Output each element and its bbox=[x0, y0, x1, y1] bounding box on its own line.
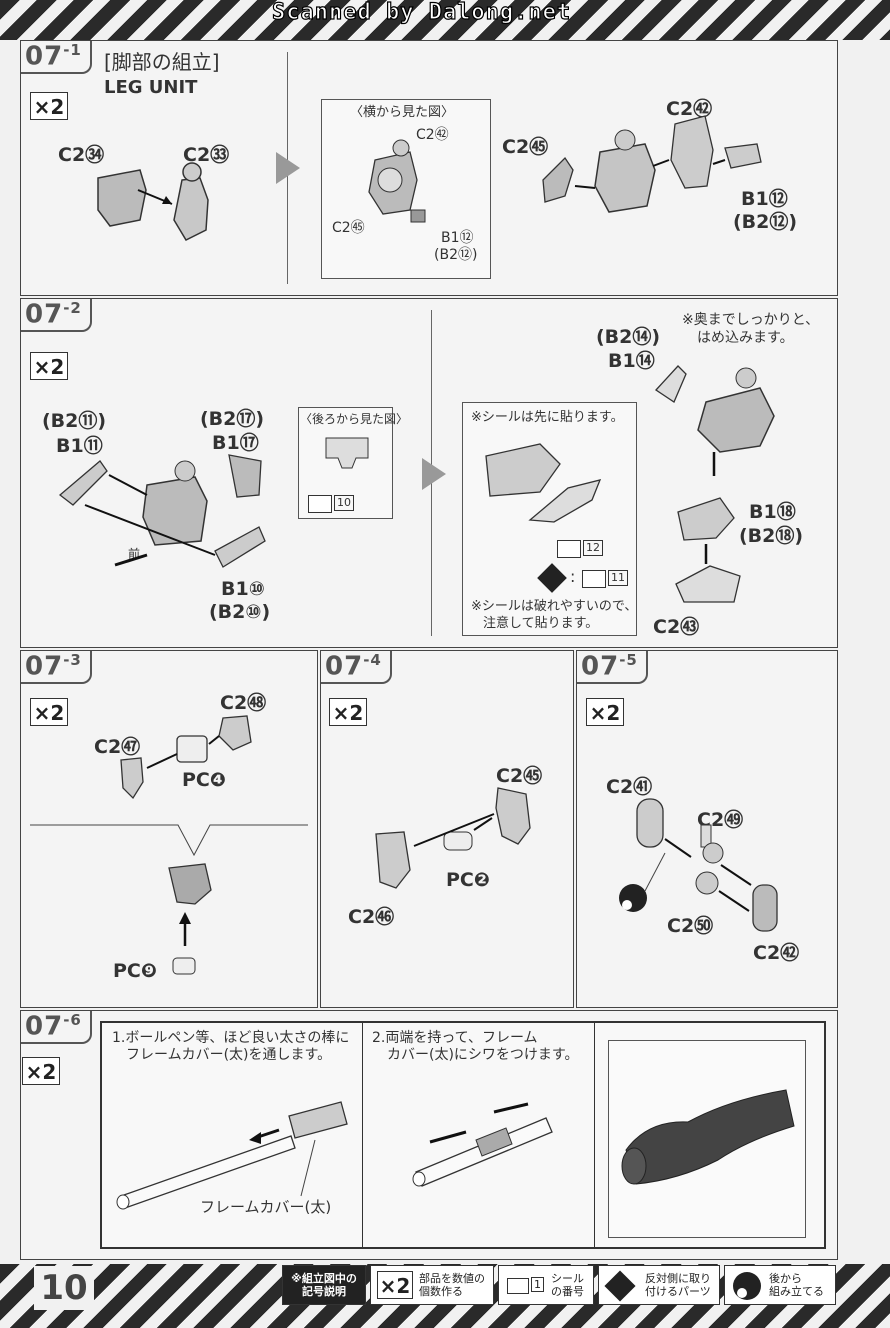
sticker-number: 12 bbox=[583, 540, 603, 556]
instruction-step-2: 2.両端を持って、フレーム bbox=[372, 1030, 538, 1046]
next-arrow bbox=[276, 152, 300, 184]
frame-cover-label: フレームカバー(太) bbox=[200, 1198, 332, 1216]
part-label: (B2⑫) bbox=[434, 247, 478, 263]
part-label: B1⑫ bbox=[741, 188, 788, 210]
part-label: PC❷ bbox=[446, 869, 490, 891]
side-view-title: 〈横から見た図〉 bbox=[350, 105, 455, 120]
multiplier-badge: ×2 bbox=[586, 698, 624, 726]
part-label: C2㊺ bbox=[496, 765, 543, 787]
sticker-warning: ※シールは破れやすいので、 bbox=[471, 599, 638, 614]
knee-assembly-illustration bbox=[655, 365, 775, 603]
sticker-warning: 注意して貼ります。 bbox=[483, 616, 599, 631]
legend-multiplier: ×2 部品を数値の個数作る bbox=[370, 1265, 494, 1305]
part-label: C2㊻ bbox=[348, 906, 395, 928]
part-label: C2㊽ bbox=[220, 692, 267, 714]
rod-cover-illustration bbox=[116, 1101, 348, 1210]
ankle-joint-illustration bbox=[168, 863, 212, 975]
part-label: C2㊷ bbox=[753, 942, 800, 964]
instruction-step-1: 1.ボールペン等、ほど良い太さの棒に bbox=[112, 1030, 350, 1046]
divider bbox=[594, 1023, 595, 1247]
back-view-illustration bbox=[325, 437, 369, 469]
part-label: PC❹ bbox=[182, 769, 226, 791]
wrinkle-cover-illustration bbox=[412, 1102, 553, 1187]
instruction-step-2: カバー(太)にシワをつけます。 bbox=[387, 1047, 579, 1063]
sticker-number: 11 bbox=[608, 570, 628, 586]
step-number: 07-3 bbox=[21, 651, 92, 684]
step-07-3-panel bbox=[20, 650, 318, 1008]
part-label: (B2⑰) bbox=[200, 408, 265, 430]
part-label: C2㉞ bbox=[58, 144, 105, 166]
legend-sticker: 1 シールの番号 bbox=[498, 1265, 594, 1305]
part-label: C2㊺ bbox=[332, 220, 365, 236]
legend-later: 後から組み立てる bbox=[724, 1265, 836, 1305]
page-number: 10 bbox=[34, 1266, 94, 1310]
knee-armor-illustration bbox=[485, 443, 602, 523]
finished-cover-photo-shape bbox=[621, 1089, 795, 1185]
step-number: 07-4 bbox=[321, 651, 392, 684]
insert-note: はめ込みます。 bbox=[697, 330, 794, 346]
part-label: (B2⑪) bbox=[42, 410, 107, 432]
multiplier-badge: ×2 bbox=[377, 1271, 413, 1299]
piston-parts-illustration bbox=[619, 798, 778, 932]
part-label: (B2⑫) bbox=[733, 211, 798, 233]
part-label: C2㊿ bbox=[667, 915, 714, 937]
part-label: (B2⑱) bbox=[739, 525, 804, 547]
part-label: C2㉝ bbox=[183, 144, 230, 166]
part-label: B1⑫ bbox=[441, 230, 474, 246]
divider bbox=[362, 1023, 363, 1247]
sticker-symbol bbox=[557, 540, 581, 558]
multiplier-badge: ×2 bbox=[30, 92, 68, 120]
thigh-joint-illustration bbox=[375, 787, 531, 889]
part-label: B1⑭ bbox=[608, 350, 655, 372]
header-stripe bbox=[0, 0, 890, 40]
part-label: B1⑱ bbox=[749, 501, 796, 523]
legend-reverse: 反対側に取り付けるパーツ bbox=[598, 1265, 720, 1305]
joint-parts-illustration bbox=[120, 715, 252, 800]
part-label: B1⑰ bbox=[212, 432, 259, 454]
part-label: B1⑪ bbox=[56, 435, 103, 457]
part-label: C2㊼ bbox=[94, 736, 141, 758]
step-number: 07-6 bbox=[21, 1011, 92, 1044]
part-label: PC❾ bbox=[113, 960, 157, 982]
callout-line bbox=[30, 824, 308, 857]
step-number: 07-1 bbox=[21, 41, 92, 74]
part-label: C2㊺ bbox=[502, 136, 549, 158]
multiplier-badge: ×2 bbox=[329, 698, 367, 726]
sticker-number: 10 bbox=[334, 495, 354, 511]
sticker-symbol bbox=[582, 570, 606, 588]
multiplier-badge: ×2 bbox=[30, 698, 68, 726]
part-label: B1⑩ bbox=[221, 578, 265, 600]
back-view-title: 〈後ろから見た図〉 bbox=[300, 412, 409, 426]
instruction-step-1: フレームカバー(太)を通します。 bbox=[126, 1047, 332, 1063]
leg-assembly-illustration bbox=[542, 115, 762, 213]
part-label: (B2⑩) bbox=[209, 601, 271, 623]
part-label: C2㊷ bbox=[666, 98, 713, 120]
step-title-jp: [脚部の組立] bbox=[104, 50, 220, 74]
colon: : bbox=[570, 567, 576, 586]
sticker-symbol bbox=[308, 495, 332, 513]
multiplier-badge: ×2 bbox=[30, 352, 68, 380]
legend-heading: ※組立図中の記号説明 bbox=[282, 1265, 366, 1305]
sticker-first-note: ※シールは先に貼ります。 bbox=[471, 410, 624, 425]
step-number: 07-5 bbox=[577, 651, 648, 684]
step-number: 07-2 bbox=[21, 299, 92, 332]
knee-parts-illustration bbox=[58, 454, 266, 568]
leg-parts-illustration bbox=[97, 162, 209, 241]
side-view-illustration bbox=[368, 139, 426, 223]
step-title-en: LEG UNIT bbox=[104, 77, 198, 98]
scan-credit: Scanned by Dalong.net bbox=[271, 0, 572, 26]
part-label: C2㊷ bbox=[416, 127, 449, 143]
part-label: (B2⑭) bbox=[596, 326, 661, 348]
multiplier-badge: ×2 bbox=[22, 1057, 60, 1085]
part-label: C2㊶ bbox=[606, 776, 653, 798]
reverse-side-icon bbox=[604, 1270, 636, 1302]
part-label: C2㊸ bbox=[653, 616, 700, 638]
next-arrow bbox=[422, 458, 446, 490]
insert-note: ※奥までしっかりと、 bbox=[682, 312, 820, 328]
